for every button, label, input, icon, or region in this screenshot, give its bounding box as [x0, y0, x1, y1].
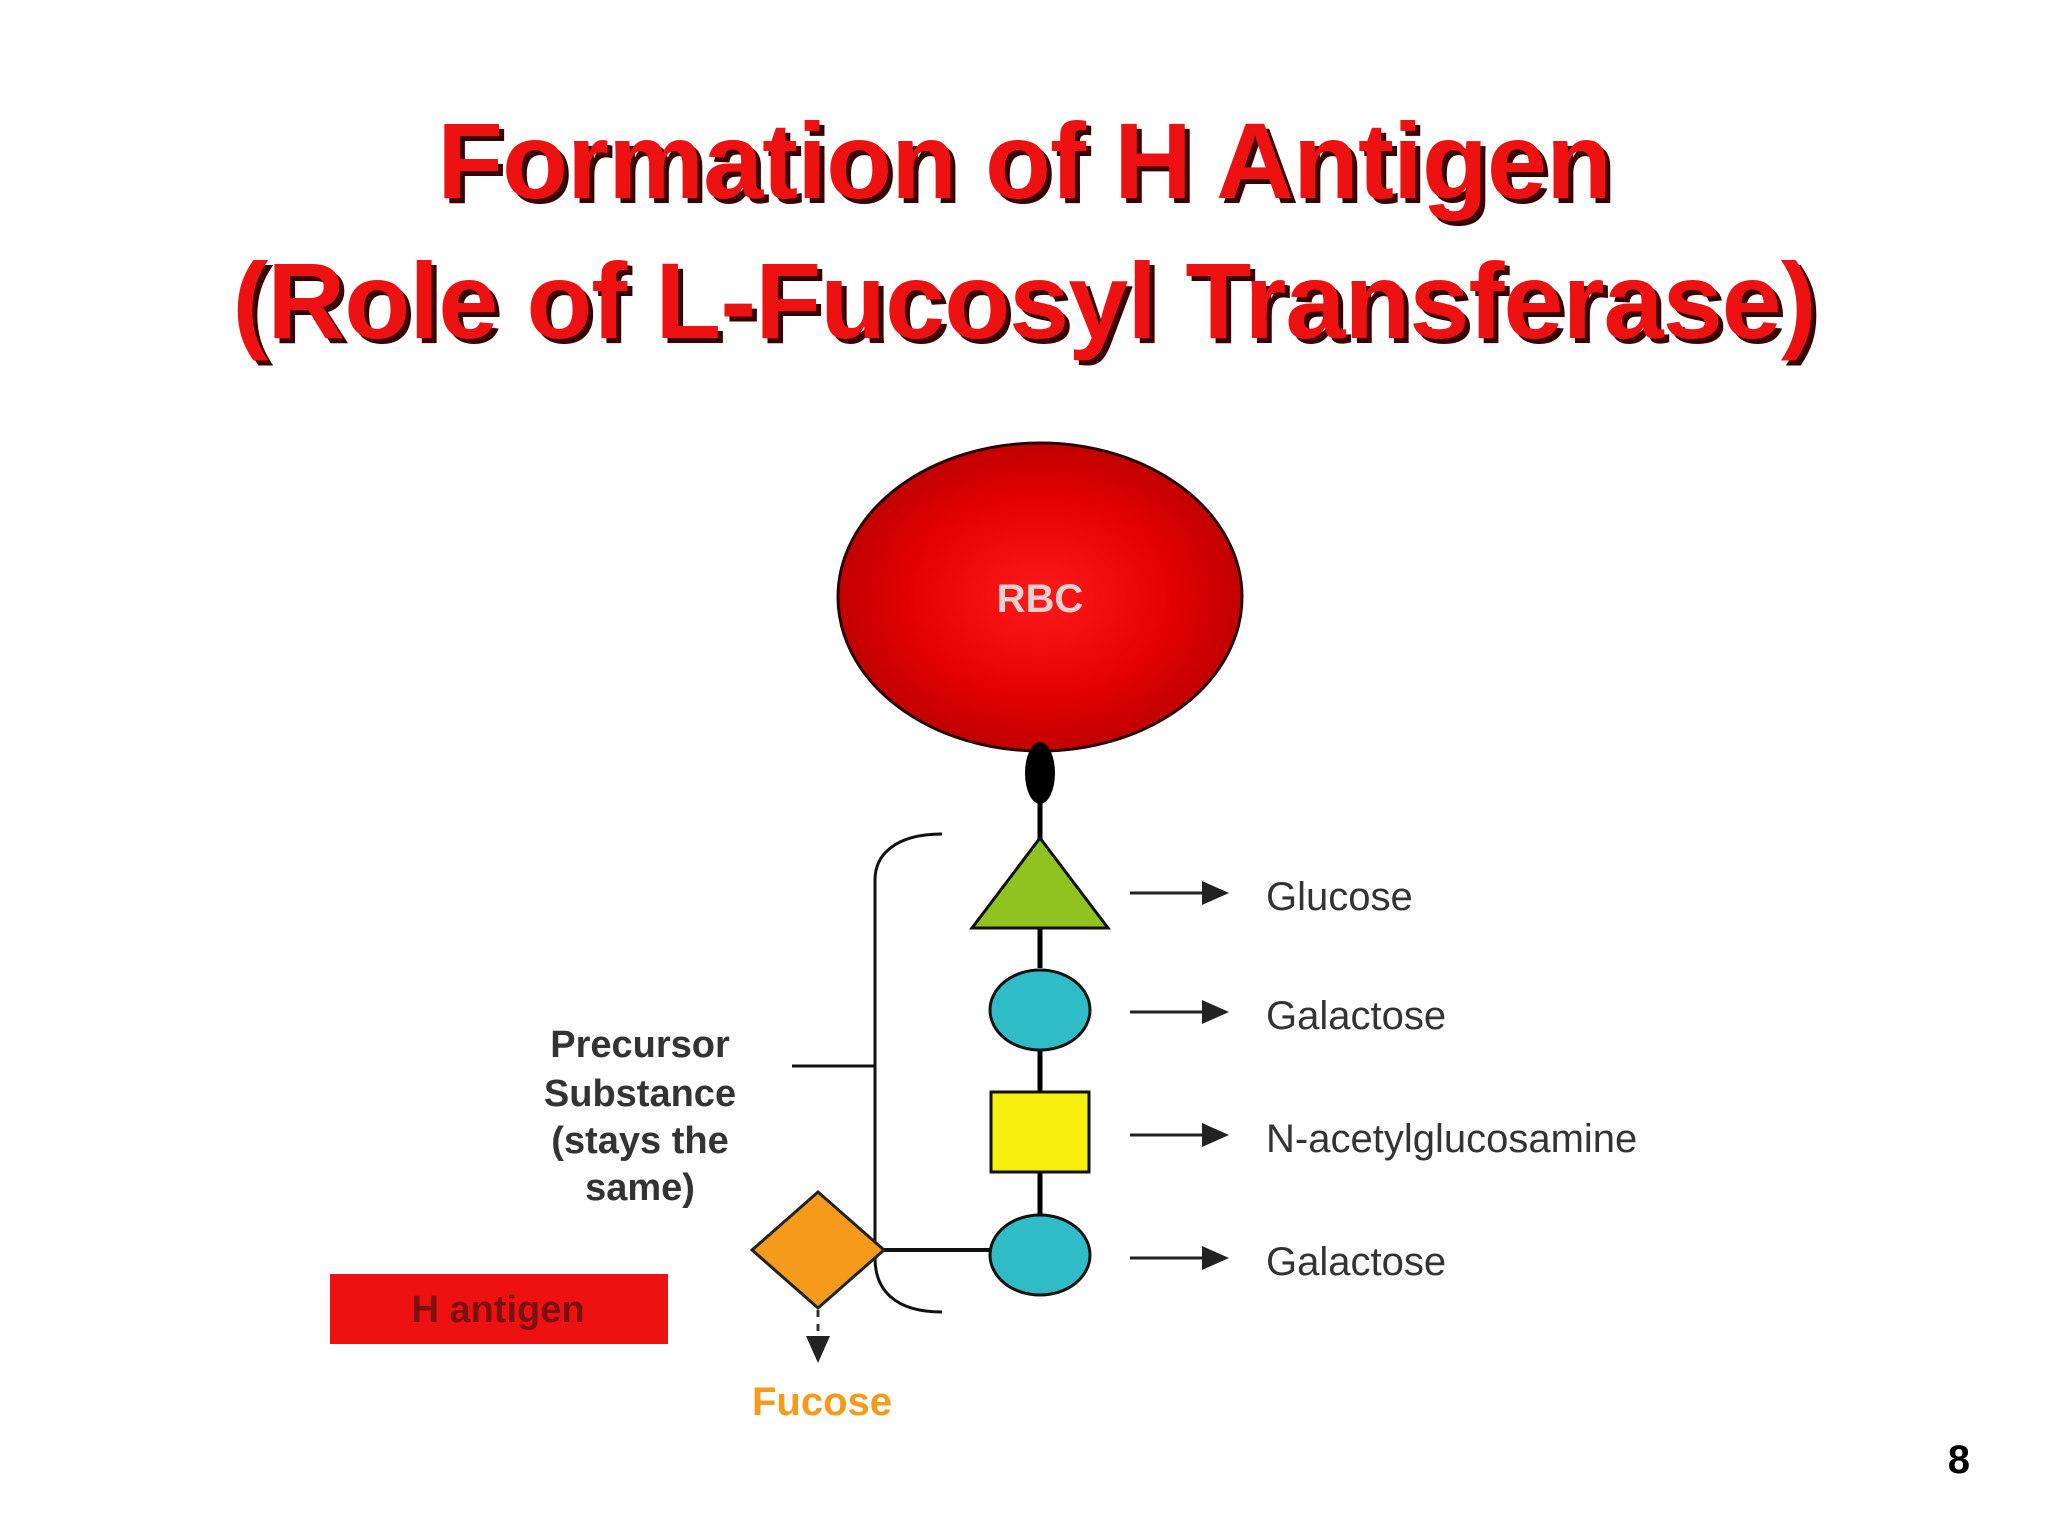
galactose-circle-2	[988, 1213, 1092, 1297]
glucose-label: Glucose	[1266, 875, 1413, 919]
slide-title-line-2: (Role of L-Fucosyl Transferase)	[232, 240, 1816, 361]
galactose-label-2: Galactose	[1266, 1240, 1446, 1284]
galactose-circle-1	[988, 968, 1092, 1052]
precursor-label-line-4: same)	[585, 1167, 695, 1209]
precursor-bracket	[873, 832, 943, 1314]
galactose-label-1: Galactose	[1266, 994, 1446, 1038]
n-acetylglucosamine-square	[989, 1090, 1091, 1174]
precursor-label-line-1: Precursor	[550, 1024, 730, 1066]
page-number: 8	[1947, 1438, 1970, 1482]
h-antigen-label: H antigen	[411, 1289, 584, 1331]
precursor-label-line-3: (stays the	[551, 1120, 728, 1162]
h-antigen-box	[330, 1274, 668, 1344]
glucose-triangle	[968, 835, 1112, 930]
fucose-label: Fucose	[752, 1380, 892, 1424]
rbc-label: RBC	[997, 577, 1084, 621]
fucose-diamond	[749, 1190, 887, 1310]
n-acetylglucosamine-label: N-acetylglucosamine	[1266, 1117, 1637, 1161]
membrane-anchor	[1025, 742, 1055, 804]
slide-title-line-1: Formation of H Antigen	[437, 100, 1612, 221]
precursor-label-line-2: Substance	[544, 1073, 736, 1115]
